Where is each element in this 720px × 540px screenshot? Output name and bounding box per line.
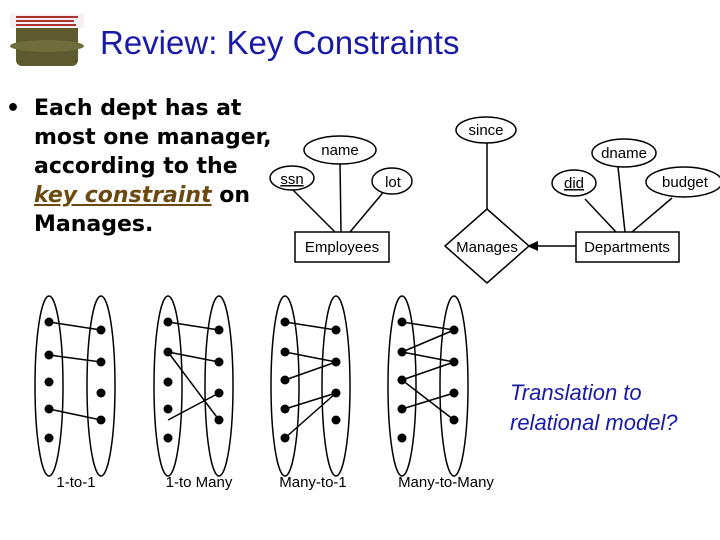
attr-did xyxy=(551,169,597,197)
note-line-2: relational model? xyxy=(510,410,678,435)
bullet-dot: • xyxy=(6,96,21,121)
attr-dname xyxy=(591,138,657,168)
mapping-dots xyxy=(44,317,459,443)
entity-employees xyxy=(294,231,390,263)
key-constraint-arrow xyxy=(527,241,538,251)
note-line-1: Translation to xyxy=(510,380,642,405)
attr-ssn xyxy=(269,165,315,191)
mapping-ovals xyxy=(34,295,469,477)
attr-name xyxy=(303,135,377,165)
caption-many-to-1: Many-to-1 xyxy=(279,474,347,491)
bullet-post: on Manages. xyxy=(34,183,251,237)
caption-many-to-many: Many-to-Many xyxy=(398,474,494,491)
attr-name-label: name xyxy=(321,142,359,159)
caption-1-to-many: 1-to Many xyxy=(166,474,233,491)
entity-departments xyxy=(575,231,680,263)
attr-since xyxy=(455,116,517,144)
er-shapes xyxy=(269,116,720,284)
translation-note: Translation to relational model? xyxy=(510,378,710,438)
slide-title: Review: Key Constraints xyxy=(100,24,460,61)
relationship-manages xyxy=(443,208,531,284)
logo xyxy=(10,14,84,66)
attr-lot-label: lot xyxy=(385,174,402,191)
caption-1-to-1: 1-to-1 xyxy=(56,474,95,491)
attr-lot xyxy=(371,167,413,195)
bullet-text: Each dept has at most one manager, accor… xyxy=(34,94,274,239)
mapping-links xyxy=(48,321,455,439)
er-lines xyxy=(291,140,673,247)
attr-budget xyxy=(645,166,720,198)
entity-employees-label: Employees xyxy=(305,239,379,256)
key-constraint-term: key constraint xyxy=(34,183,212,208)
bullet-pre: Each dept has at most one manager, accor… xyxy=(34,96,272,179)
attr-budget-label: budget xyxy=(662,174,709,191)
attr-since-label: since xyxy=(468,122,503,139)
relationship-manages-label: Manages xyxy=(456,239,518,256)
attr-ssn-label: ssn xyxy=(280,171,303,188)
attr-dname-label: dname xyxy=(601,145,647,162)
attr-did-label: did xyxy=(564,175,584,192)
entity-departments-label: Departments xyxy=(584,239,670,256)
